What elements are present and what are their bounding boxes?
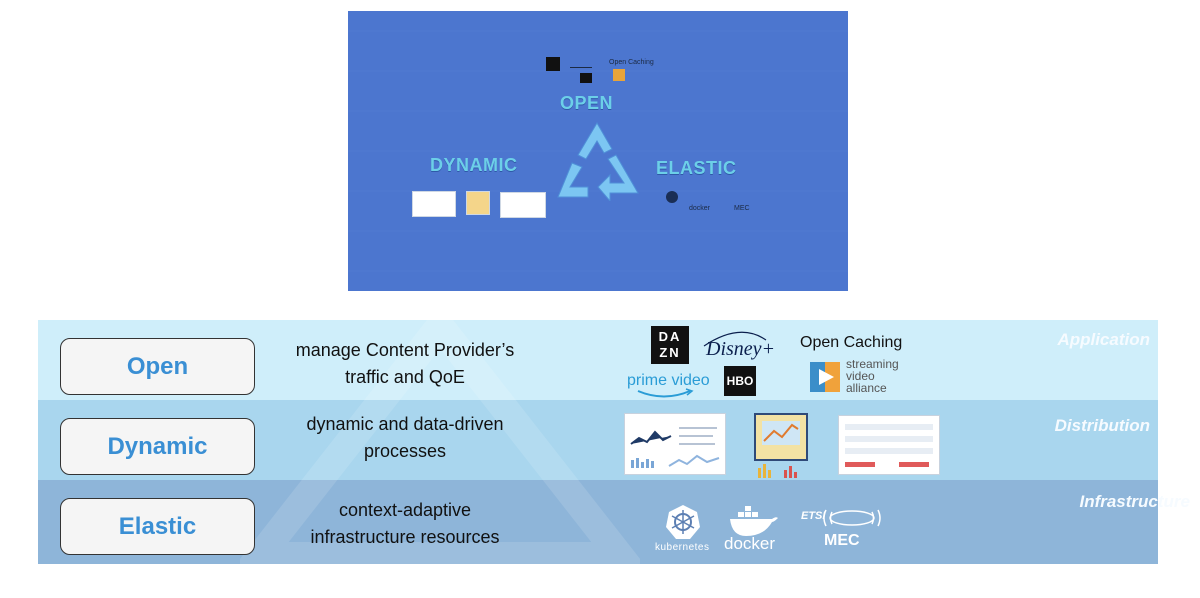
disney-plus-logo: Disney+: [706, 338, 776, 360]
prime-video-smile-icon: [637, 388, 694, 398]
pill-dynamic: Dynamic: [60, 418, 255, 475]
hbo-logo: HBO: [724, 366, 756, 396]
description-dynamic-line-2: processes: [363, 441, 447, 461]
hero-mec-label: MEC: [734, 205, 750, 212]
dashboard-3-form-icon: [845, 424, 933, 467]
dashboard-1-chart-icon: [630, 427, 720, 468]
layer-label-infrastructure: Infrastructure: [1079, 492, 1190, 511]
hero-image: Open Caching OPEN DYNAMIC ELASTIC docker…: [348, 11, 848, 291]
hero-recycle-icon: [557, 122, 639, 201]
sva-line-3: alliance: [846, 381, 887, 395]
hero-sva-logo: [613, 69, 625, 81]
description-open-line-2: traffic and QoE: [345, 367, 465, 387]
description-open: manage Content Provider’s traffic and Qo…: [270, 337, 540, 391]
pill-elastic: Elastic: [60, 498, 255, 555]
dashboard-mini-charts-icon: [758, 464, 797, 478]
hero-dashboard-1: [412, 191, 456, 217]
hero-docker-label: docker: [689, 205, 711, 212]
kubernetes-icon: [666, 505, 700, 539]
dazn-logo-line-2: ZN: [659, 345, 681, 360]
dashboard-screenshot-3: [838, 415, 940, 475]
band-background-recycle-icon: [240, 316, 640, 566]
sva-line-1: streaming: [846, 357, 899, 371]
hero-word-elastic: ELASTIC: [656, 158, 737, 178]
dashboard-2-monitor-icon: [762, 421, 800, 445]
description-open-line-1: manage Content Provider’s: [295, 340, 515, 360]
sva-line-2: video: [846, 369, 875, 383]
description-dynamic: dynamic and data-driven processes: [270, 411, 540, 465]
layer-label-distribution: Distribution: [1054, 416, 1150, 435]
description-elastic-line-1: context-adaptive: [338, 500, 472, 520]
prime-video-logo: prime video: [627, 372, 710, 389]
dazn-logo-line-1: DA: [658, 329, 682, 344]
hero-open-caching-label: Open Caching: [609, 59, 654, 66]
hero-hbo-logo: [580, 73, 592, 83]
description-elastic-line-2: infrastructure resources: [310, 527, 500, 547]
streaming-video-alliance-label: streaming video alliance: [846, 358, 899, 394]
hero-dazn-logo: [546, 57, 560, 71]
mec-label: MEC: [824, 532, 860, 549]
description-dynamic-line-1: dynamic and data-driven: [306, 414, 504, 434]
streaming-video-alliance-icon: [810, 362, 840, 392]
hero-kubernetes-logo: [666, 191, 678, 203]
disney-arc-icon: [703, 331, 767, 347]
dazn-logo: DA ZN: [651, 326, 689, 364]
docker-label: docker: [724, 534, 776, 553]
docker-whale-icon: [730, 506, 778, 536]
open-caching-label: Open Caching: [800, 334, 903, 351]
layer-label-application: Application: [1057, 330, 1150, 349]
mec-waves-icon: [823, 509, 881, 527]
hero-word-dynamic: DYNAMIC: [430, 155, 518, 175]
dashboard-screenshot-1: [624, 413, 726, 475]
kubernetes-label: kubernetes: [655, 542, 710, 553]
pill-open: Open: [60, 338, 255, 395]
etsi-label: ETSI: [801, 510, 826, 522]
description-elastic: context-adaptive infrastructure resource…: [270, 497, 540, 551]
dashboard-screenshot-2: [754, 413, 808, 461]
hero-word-open: OPEN: [560, 93, 614, 113]
hero-dashboard-2: [466, 191, 490, 215]
hero-dashboard-3: [500, 192, 546, 218]
hero-disney-logo: [570, 59, 592, 68]
